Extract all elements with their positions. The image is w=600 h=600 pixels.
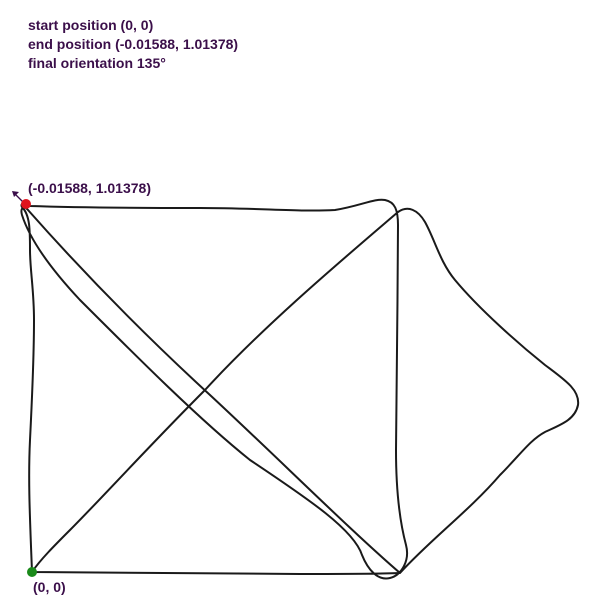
start-coordinate-label: (0, 0) xyxy=(33,579,66,595)
end-dot-icon xyxy=(21,199,31,209)
start-position-text: start position (0, 0) xyxy=(28,17,154,33)
start-dot-icon xyxy=(27,567,37,577)
end-position-text: end position (-0.01588, 1.01378) xyxy=(28,36,239,52)
info-panel: start position (0, 0) end position (-0.0… xyxy=(28,16,238,73)
final-orientation-text: final orientation 135° xyxy=(28,55,166,71)
turtle-trajectory xyxy=(20,198,580,580)
end-coordinate-label: (-0.01588, 1.01378) xyxy=(28,180,151,196)
